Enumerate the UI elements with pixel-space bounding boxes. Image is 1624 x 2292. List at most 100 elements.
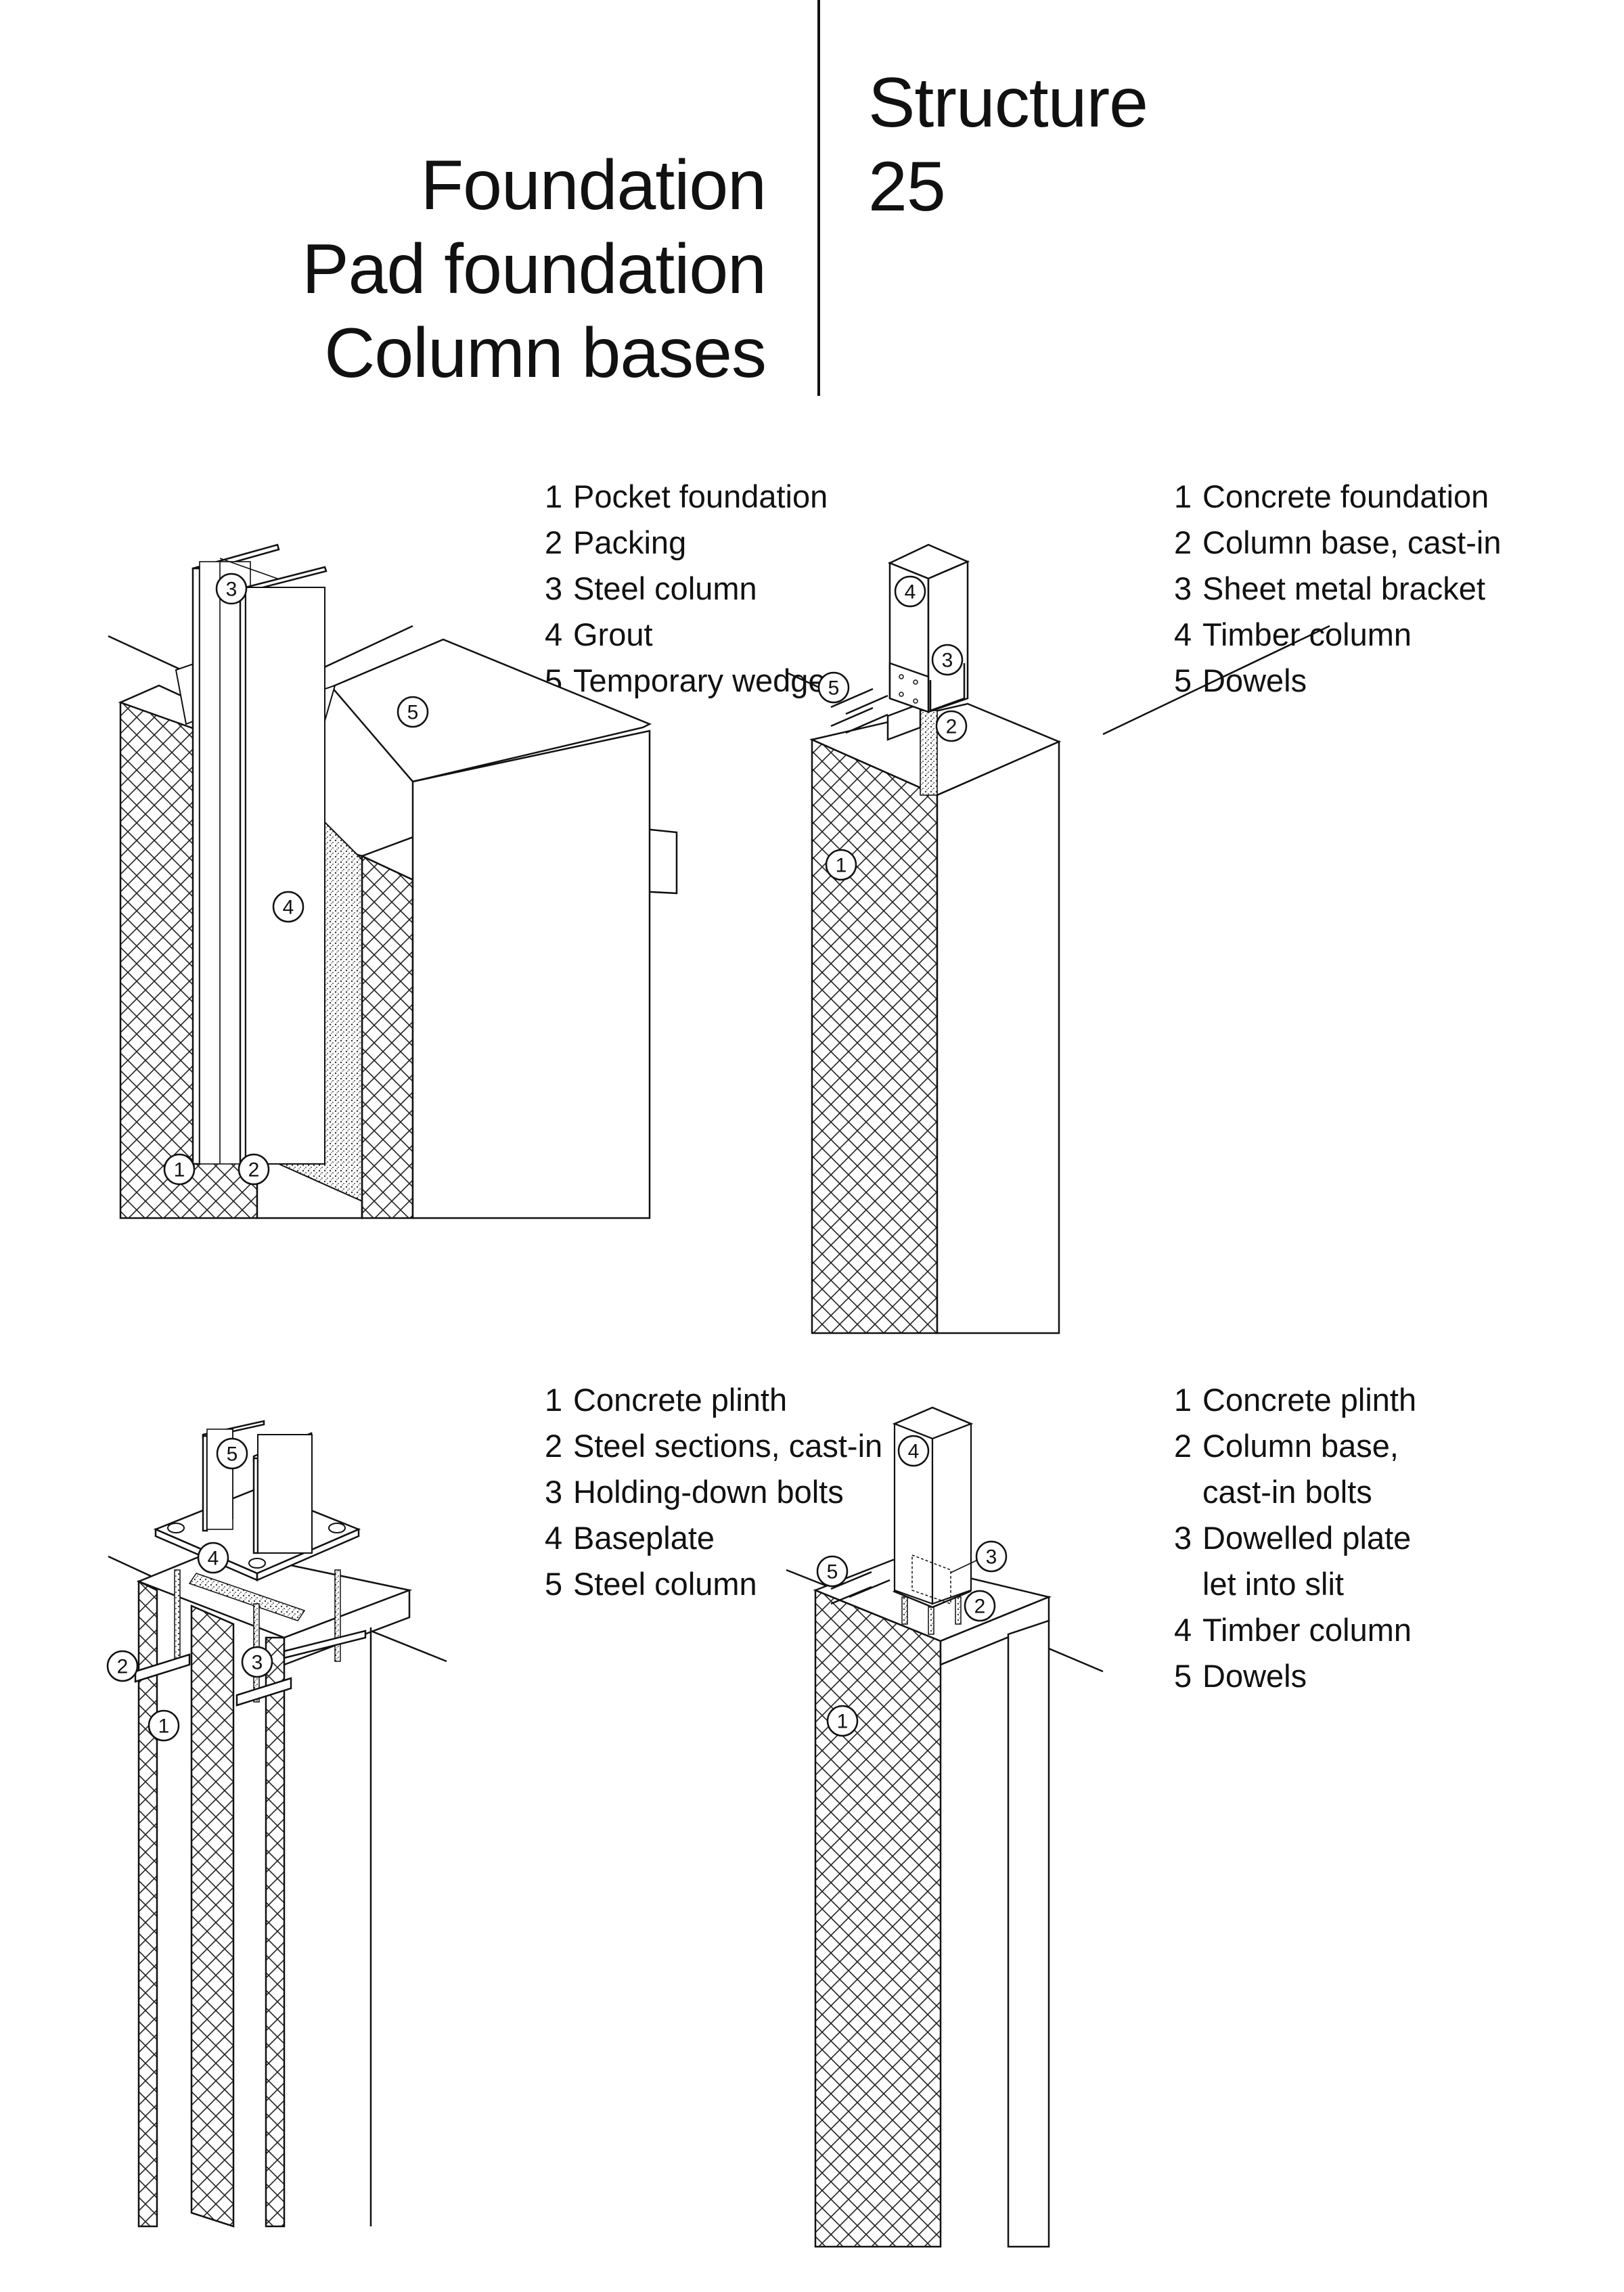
dowels: [830, 1571, 890, 1605]
svg-text:1: 1: [837, 1711, 849, 1733]
callout-5: 5: [817, 671, 850, 704]
leader-line: [950, 1560, 977, 1573]
svg-text:4: 4: [283, 897, 294, 919]
callout-2: 2: [935, 710, 968, 742]
chapter-label: Structure 25: [868, 61, 1148, 229]
ground-line: [1102, 625, 1330, 736]
legend-item-continued: cast-in bolts: [1202, 1474, 1372, 1510]
svg-text:4: 4: [208, 1548, 219, 1570]
diagram-timber-dowelled-plate: 4 3 5 2 1: [786, 1406, 1104, 2248]
bolt-nuts: [167, 1523, 346, 1569]
callout-1: 1: [148, 1709, 180, 1742]
svg-text:1: 1: [158, 1715, 170, 1738]
svg-text:5: 5: [227, 1443, 238, 1466]
chapter-name: Structure: [868, 64, 1148, 142]
ground-line: [311, 625, 413, 675]
concrete-section: [361, 855, 414, 1219]
steel-section: [235, 1677, 292, 1707]
diagram-steel-baseplate: 5 4 2 3 1: [106, 1420, 447, 2228]
concrete-section: [814, 1589, 942, 2248]
plinth-side: [1007, 1619, 1050, 2248]
header-divider: [817, 0, 820, 396]
callout-5: 5: [216, 1437, 248, 1470]
concrete-section: [190, 1604, 235, 2228]
svg-text:4: 4: [908, 1441, 920, 1463]
svg-text:4: 4: [905, 581, 916, 604]
foundation-side: [936, 740, 1060, 1334]
svg-text:2: 2: [974, 1596, 986, 1618]
callout-3: 3: [975, 1540, 1008, 1573]
dowel-block: [886, 702, 922, 741]
svg-text:3: 3: [226, 579, 238, 601]
svg-text:3: 3: [986, 1546, 997, 1569]
svg-text:2: 2: [248, 1159, 260, 1182]
title-line-column-bases: Column bases: [324, 314, 767, 392]
foundation-side: [411, 729, 651, 1219]
svg-text:5: 5: [827, 1561, 838, 1583]
ground-line: [786, 1569, 830, 1588]
timber-column-side: [931, 1422, 972, 1605]
callout-1: 1: [825, 849, 857, 881]
callout-3: 3: [215, 572, 248, 605]
svg-text:5: 5: [407, 702, 419, 724]
callout-2: 2: [238, 1153, 270, 1186]
concrete-section: [811, 738, 939, 1334]
column-flange-face: [245, 587, 325, 1165]
svg-text:2: 2: [117, 1656, 129, 1678]
column-flange: [202, 1435, 208, 1532]
baseplate-edge: [256, 1528, 360, 1581]
foundation-top-right: [330, 638, 652, 783]
callout-4: 4: [272, 891, 304, 923]
callout-4: 4: [197, 1542, 229, 1574]
dowels: [830, 688, 888, 734]
svg-text:2: 2: [946, 716, 957, 738]
callout-4: 4: [894, 575, 926, 608]
cast-in-base: [920, 710, 938, 796]
concrete-section: [137, 1580, 158, 2228]
callout-4: 4: [897, 1435, 930, 1467]
diagram-timber-cast-in-base: 4 3 5 2 1: [788, 543, 1330, 1334]
concrete-section: [265, 1636, 286, 2228]
timber-column-side: [927, 560, 969, 713]
bracket-holes: [899, 674, 918, 704]
sheet-metal-bracket-side: [929, 663, 966, 712]
callout-3: 3: [931, 644, 964, 676]
callout-5: 5: [816, 1555, 849, 1588]
diagram-pocket-foundation: 3 5 4 1 2: [108, 543, 678, 1219]
steel-section: [283, 1630, 367, 1659]
ground-line: [370, 1630, 447, 1663]
callout-2: 2: [964, 1590, 996, 1622]
column-flange: [191, 567, 201, 1165]
grout-bed: [188, 1573, 306, 1621]
section-title: Foundation Pad foundation Column bases: [302, 143, 767, 395]
column-flange-face: [257, 1434, 313, 1554]
svg-text:1: 1: [174, 1159, 185, 1182]
svg-text:5: 5: [828, 677, 840, 700]
column-flange: [239, 589, 247, 1165]
steel-section: [134, 1653, 191, 1683]
legend-item-continued: let into slit: [1202, 1566, 1344, 1602]
svg-text:3: 3: [942, 650, 953, 672]
